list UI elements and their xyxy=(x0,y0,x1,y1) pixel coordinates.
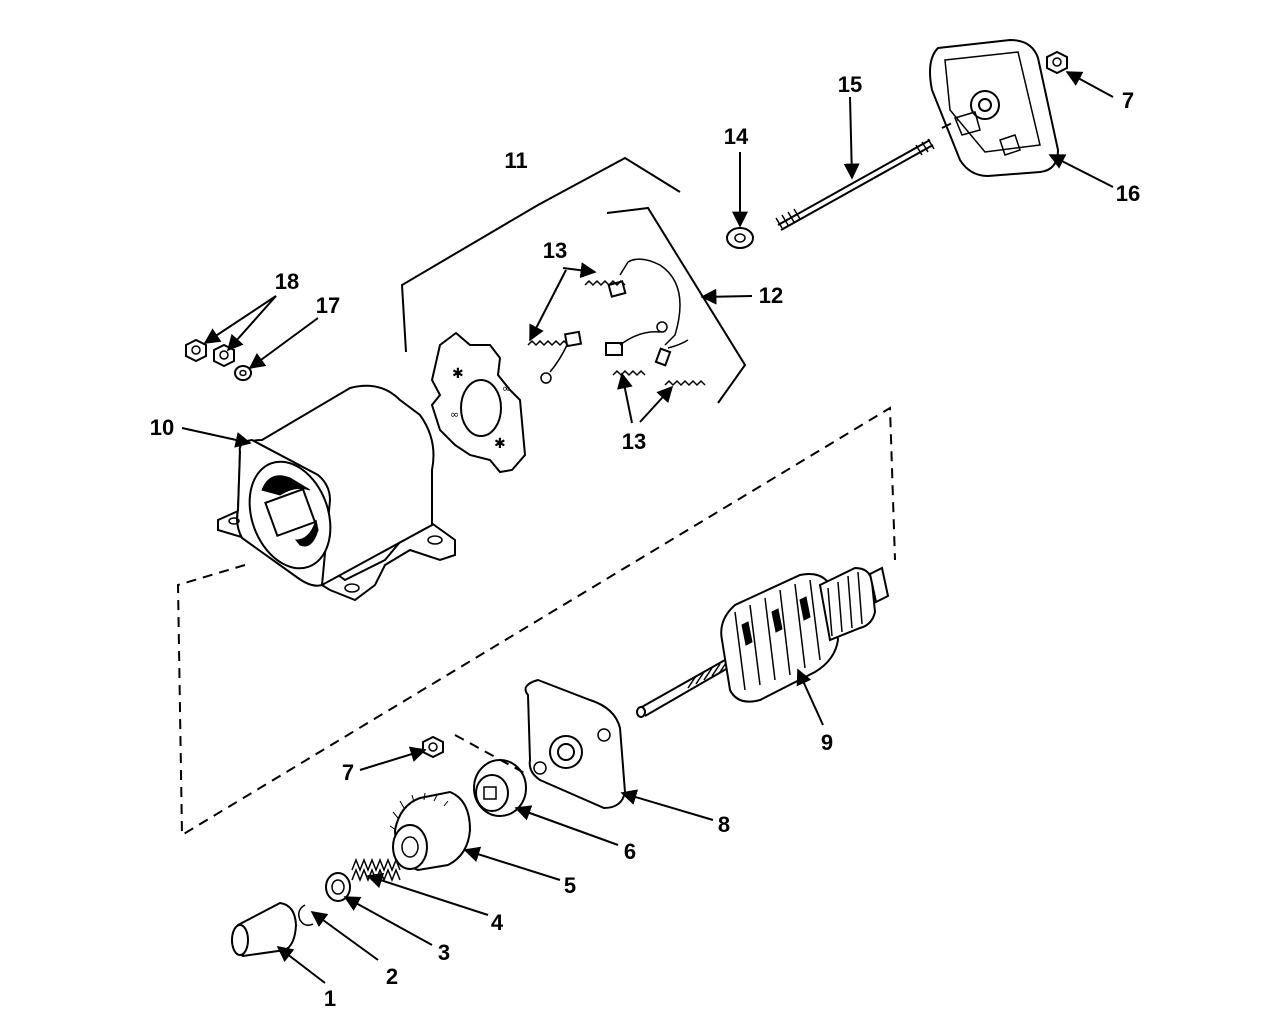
brush-springs-part-13 xyxy=(527,279,706,387)
nut-part-7-bottom xyxy=(422,735,444,759)
callout-9: 9 xyxy=(821,730,833,755)
svg-text:✱: ✱ xyxy=(452,366,464,382)
callout-1: 1 xyxy=(324,986,336,1011)
bracket-group-12 xyxy=(606,206,747,404)
collar-part-3 xyxy=(325,872,351,902)
spring-part-4 xyxy=(351,857,401,883)
callout-16: 16 xyxy=(1116,181,1140,206)
armature-part-9 xyxy=(636,566,890,718)
cap-part-1 xyxy=(230,901,298,958)
through-bolt-part-15 xyxy=(775,138,935,231)
end-cap-part-16 xyxy=(929,38,1060,178)
callout-13-top: 13 xyxy=(543,238,567,263)
callout-13-bottom: 13 xyxy=(622,429,646,454)
callout-2: 2 xyxy=(386,964,398,989)
washer-part-14 xyxy=(726,227,754,249)
callout-labels: 1 2 3 4 5 6 7 8 9 10 11 12 13 13 14 15 1… xyxy=(150,72,1140,1011)
pinion-gear-part-5 xyxy=(389,790,472,872)
drive-end-housing-part-8 xyxy=(524,678,627,810)
callout-4: 4 xyxy=(491,910,504,935)
callout-6: 6 xyxy=(624,839,636,864)
callout-14: 14 xyxy=(724,124,749,149)
svg-text:∞: ∞ xyxy=(502,382,511,395)
field-frame-part-10 xyxy=(217,384,456,602)
callout-7-bottom: 7 xyxy=(342,760,354,785)
bracket-group-11 xyxy=(400,156,681,353)
nut-part-7-top xyxy=(1046,50,1068,75)
alignment-lines xyxy=(176,119,959,837)
drive-flange-part-6 xyxy=(473,759,527,817)
leader-arrows xyxy=(181,71,1114,984)
callout-10: 10 xyxy=(150,415,174,440)
callout-17: 17 xyxy=(316,293,340,318)
washer-part-17 xyxy=(234,365,252,381)
callout-12: 12 xyxy=(759,283,783,308)
retaining-ring-part-2 xyxy=(298,904,314,927)
callout-7-top: 7 xyxy=(1122,88,1134,113)
svg-text:✱: ✱ xyxy=(494,436,506,452)
callout-15: 15 xyxy=(838,72,862,97)
callout-8: 8 xyxy=(718,812,730,837)
callout-3: 3 xyxy=(438,940,450,965)
svg-text:∞: ∞ xyxy=(450,408,459,421)
callout-5: 5 xyxy=(564,873,576,898)
callout-18: 18 xyxy=(275,269,299,294)
brush-plate-part-11: ✱ ✱ ∞ ∞ xyxy=(430,331,527,474)
nuts-part-18 xyxy=(185,338,235,368)
callout-11: 11 xyxy=(504,148,527,173)
